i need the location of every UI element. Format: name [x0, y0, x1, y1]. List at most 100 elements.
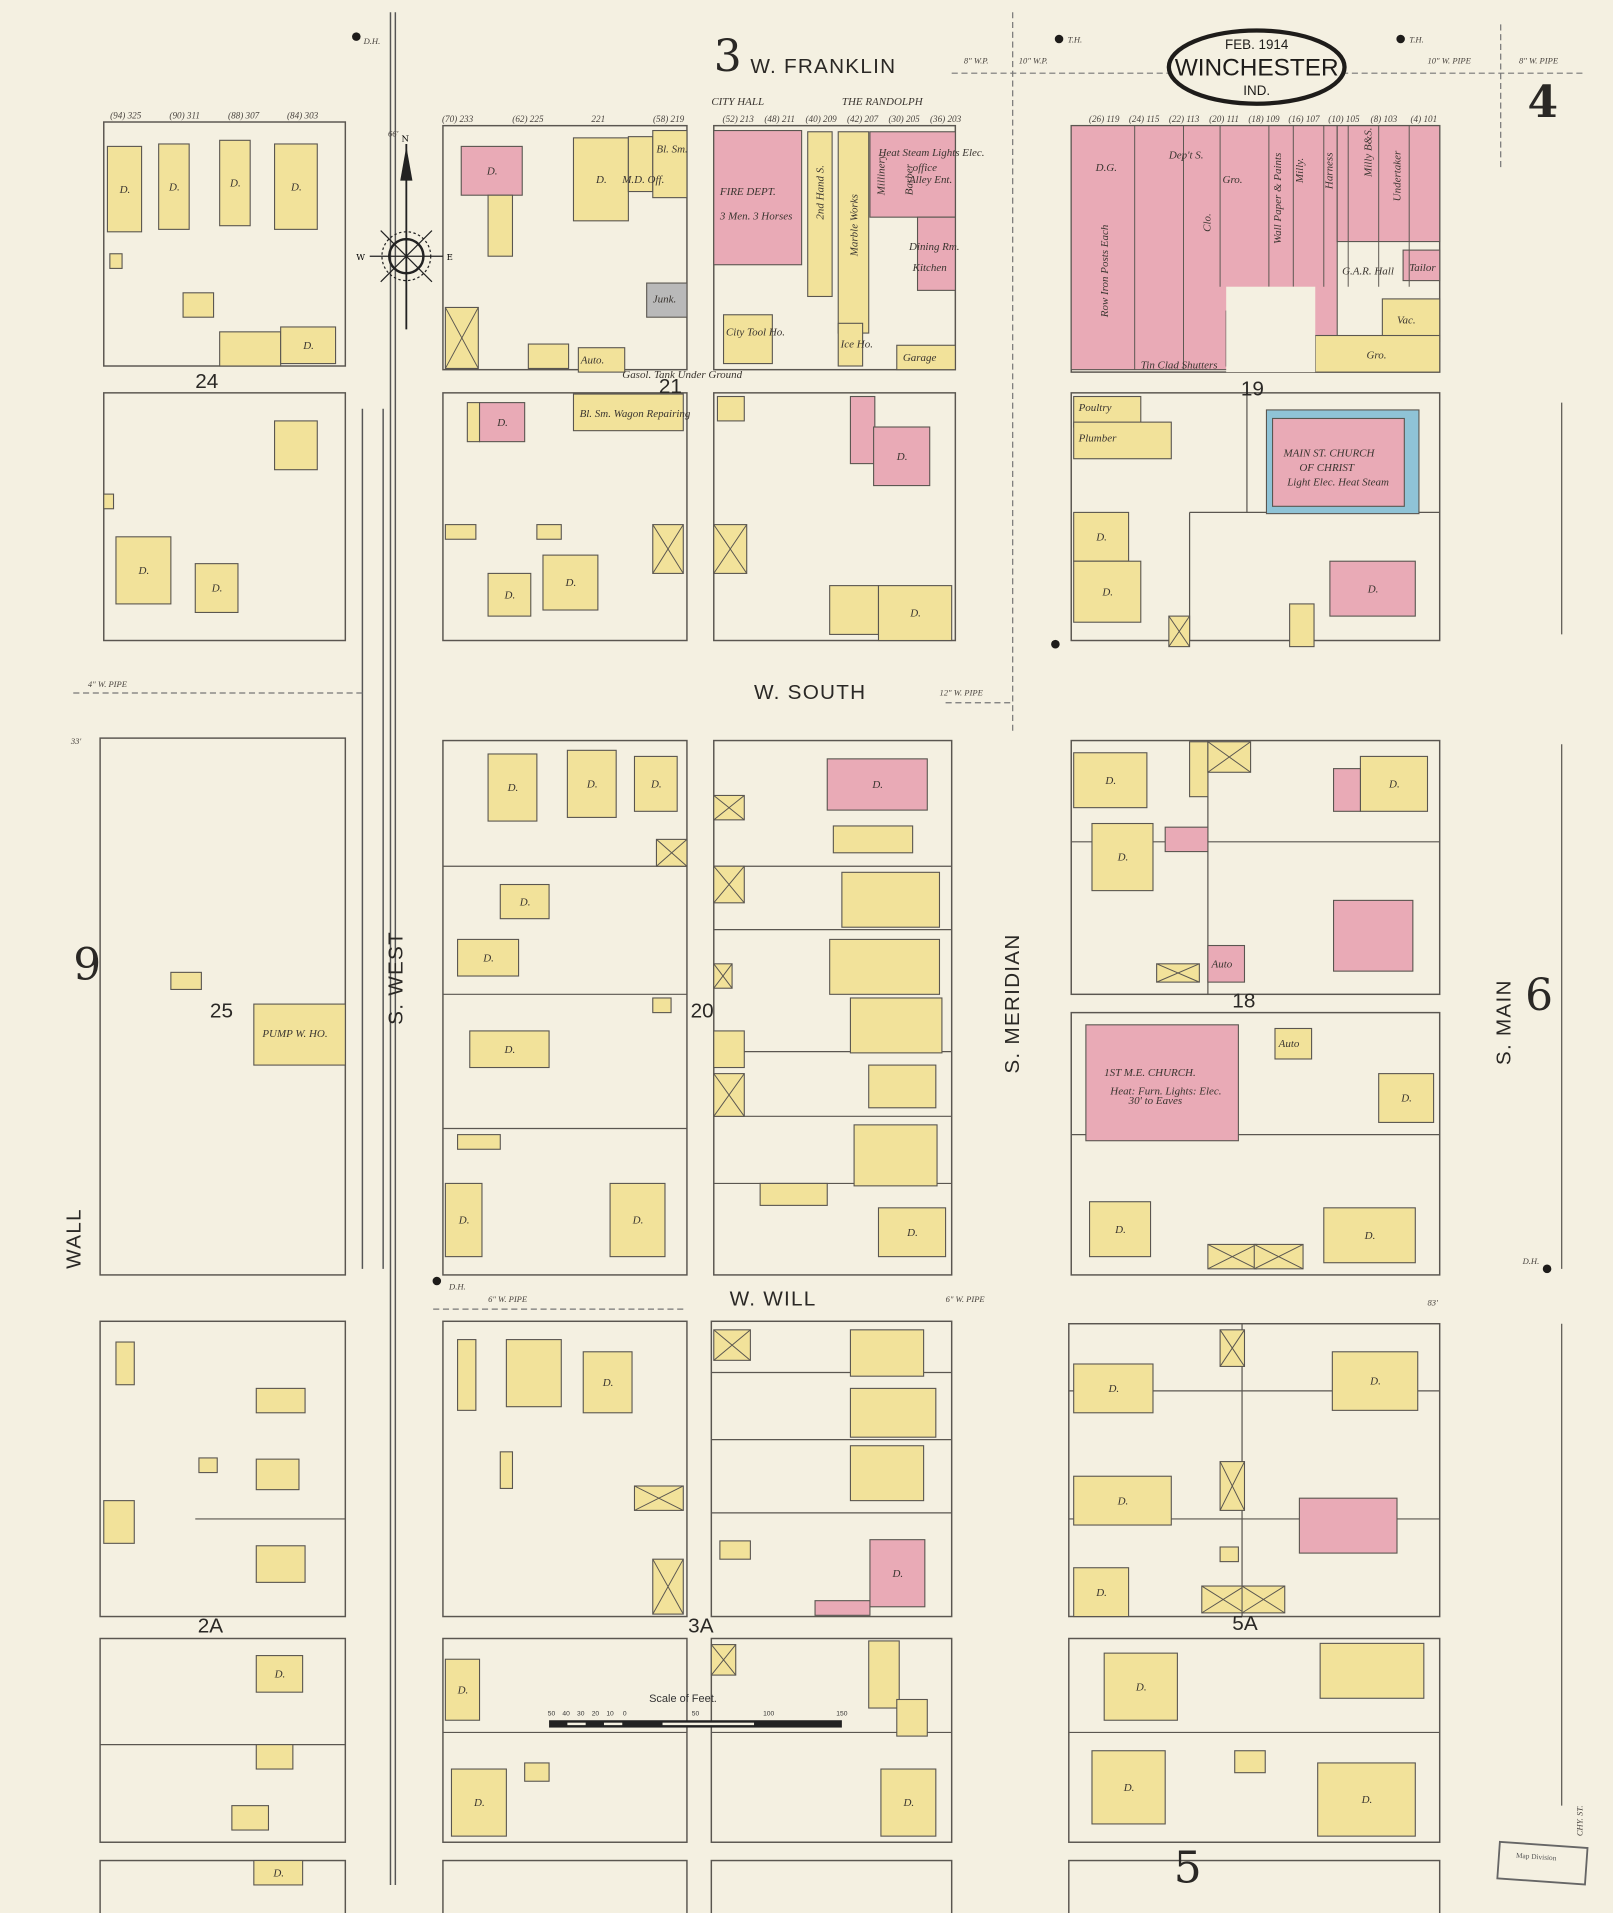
frame-building [633, 755, 678, 812]
frame-building [1253, 1243, 1304, 1270]
brick-building [869, 131, 956, 218]
brick-building [849, 395, 876, 465]
frame-building [1168, 615, 1191, 648]
frame-building [1274, 1027, 1313, 1060]
frame-building [1219, 1461, 1246, 1511]
brick-building [869, 1539, 926, 1608]
frame-building [572, 393, 684, 432]
label-marble: Marble Works [849, 194, 861, 257]
frame-building [896, 1698, 928, 1737]
frame-building [710, 1644, 737, 1676]
address-number: (18) 109 [1248, 114, 1280, 124]
street-s-main: S. MAIN [1492, 979, 1515, 1065]
city-block [1070, 392, 1441, 642]
map-date: FEB. 1914 [1225, 37, 1289, 52]
frame-building [849, 1387, 937, 1438]
frame-building [231, 1805, 270, 1831]
label-pump: PUMP W. HO. [261, 1028, 327, 1040]
street-s-meridian: S. MERIDIAN [1001, 933, 1024, 1073]
label-barber: Barber [904, 163, 916, 195]
label-gasoline: Gasol. Tank Under Ground [622, 369, 742, 381]
frame-building [466, 402, 481, 443]
frame-building [444, 524, 477, 540]
frame-building [499, 883, 550, 920]
scale-tick: 100 [763, 1710, 774, 1717]
address-number: (24) 115 [1129, 114, 1160, 124]
block-number: 20 [691, 1000, 714, 1023]
frame-building [1073, 752, 1148, 809]
label-garage: Garage [903, 352, 937, 364]
address-number: (16) 107 [1288, 114, 1320, 124]
compass-e: E [447, 253, 453, 263]
frame-building [487, 753, 538, 822]
dwelling-label: D. [290, 181, 302, 193]
frame-building [713, 963, 733, 989]
brick-building [1207, 944, 1246, 983]
dwelling-label: D. [1117, 1495, 1129, 1507]
frame-building [1073, 1475, 1172, 1526]
dwelling-label: D. [138, 565, 150, 577]
frame-building [1073, 1363, 1154, 1414]
frame-building [219, 139, 251, 227]
dwelling-label: D. [1117, 852, 1129, 864]
frame-building [807, 131, 833, 298]
dwelling-label: D. [1101, 586, 1113, 598]
dwelling-label: D. [457, 1684, 469, 1696]
frame-building [536, 524, 562, 540]
frame-building [527, 343, 570, 369]
brick-building [814, 1600, 871, 1616]
city-block [442, 739, 688, 1276]
frame-building [716, 395, 745, 422]
frame-building [499, 1451, 514, 1489]
frame-building [1091, 822, 1154, 892]
label-dg: D.G. [1095, 162, 1117, 174]
label-church2c: 30' to Eaves [1128, 1095, 1183, 1107]
compass-rose-icon: N W E [356, 135, 453, 330]
frame-building [158, 143, 190, 230]
title-cartouche: FEB. 1914 WINCHESTER IND. [1166, 28, 1347, 106]
label-millybs: Milly B&S. [1362, 128, 1374, 178]
label-milly1: Milly. [1294, 158, 1306, 184]
dwelling-label: D. [565, 577, 577, 589]
scale-tick: 150 [836, 1710, 847, 1717]
frame-building [841, 871, 941, 928]
dwelling-label: D. [168, 181, 180, 193]
dwelling-label: D. [482, 952, 494, 964]
dwelling-label: D. [1361, 1794, 1373, 1806]
label-auto2: Auto [1278, 1038, 1300, 1050]
frame-building [713, 1030, 745, 1069]
frame-building [1073, 511, 1130, 562]
label-tailor: Tailor [1409, 262, 1436, 274]
city-block [710, 1637, 953, 1843]
label-fire-dept: FIRE DEPT. [719, 186, 776, 198]
frame-building [469, 1030, 550, 1069]
hydrant-icon [1051, 639, 1060, 649]
dwelling-label: D. [507, 782, 519, 794]
frame-building [106, 145, 143, 233]
city-block [103, 392, 347, 642]
frame-building [457, 1339, 477, 1411]
label-undertaker: Undertaker [1392, 150, 1404, 201]
address-number: (8) 103 [1371, 114, 1398, 124]
frame-building [450, 1768, 507, 1837]
dwelling-label: D. [896, 451, 908, 463]
city-block [1070, 739, 1441, 996]
frame-building [444, 1182, 483, 1258]
city-block [710, 1859, 953, 1913]
pipe-label: T.H. [1068, 35, 1083, 45]
address-number: (36) 203 [930, 114, 962, 124]
frame-building [255, 1387, 306, 1414]
frame-building [1359, 755, 1429, 812]
dwelling-label: D. [1135, 1681, 1147, 1693]
address-number: (70) 233 [442, 114, 474, 124]
frame-building [103, 493, 115, 510]
label-clo: Clo. [1201, 213, 1213, 232]
dwelling-label: D. [586, 779, 598, 791]
city-block [99, 1320, 347, 1618]
adjoining-sheet-9: 9 [73, 940, 101, 991]
label-gro2: Gro. [1366, 350, 1386, 362]
frame-building [1331, 1351, 1419, 1411]
address-number: (84) 303 [287, 110, 319, 120]
city-block [1068, 1322, 1441, 1618]
